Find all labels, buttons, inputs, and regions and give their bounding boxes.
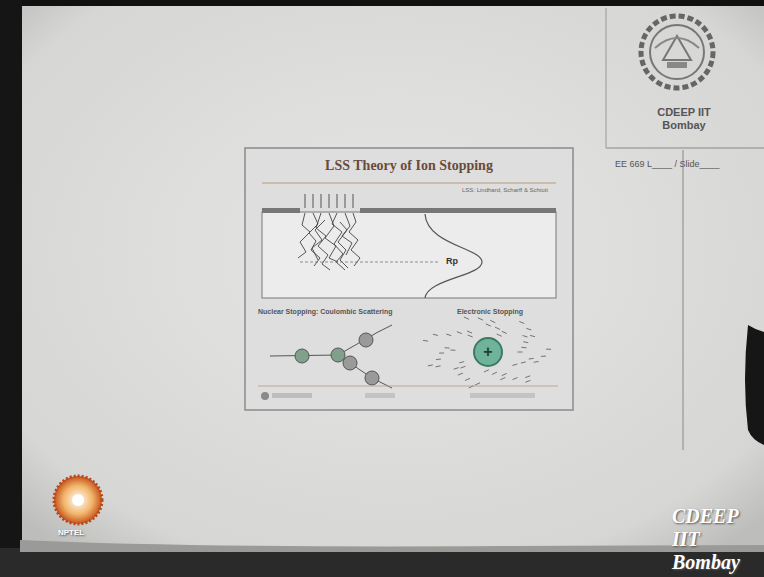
ion-trajectories [298,213,360,270]
footer-text-blur [272,393,312,398]
institute-logo [641,16,713,88]
electron-mark [436,366,441,367]
electron-mark [433,334,438,335]
electron-mark [439,353,444,354]
ion-nucleus [474,338,502,366]
watermark: CDEEP IIT Bombay [672,505,760,574]
electron-mark [465,378,470,380]
electron-mark [534,361,539,363]
form-line [606,148,764,149]
electron-mark [500,377,505,379]
electron-mark [497,334,502,336]
mask [360,208,556,213]
title-rule [262,183,556,184]
electron-mark [468,335,473,337]
electron-mark [478,318,483,320]
form-line [606,8,607,148]
electron-mark [492,372,497,374]
gaussian-profile [425,214,482,298]
charge-sign: + [483,343,492,361]
slide-title: LSS Theory of Ion Stopping [249,158,569,175]
electron-mark [495,327,500,329]
electron-mark [529,358,534,360]
electron-mark [541,356,546,357]
electron-mark [490,320,495,322]
nptel-logo [54,476,102,524]
footer-text-blur [365,393,395,398]
electron-cloud [423,317,551,388]
dark-border [0,548,764,577]
electron-mark [450,350,455,351]
mask [262,208,300,213]
ion-beam [305,194,353,208]
clip-object [745,325,764,445]
paper-sheet [20,6,764,552]
logo-panel: CDEEP IIT Bombay [612,10,756,144]
electron-mark [454,368,459,370]
section-heading: Nuclear Stopping: Coulombic Scattering [258,308,393,315]
range-label: Rp [446,256,458,266]
slide-subtitle: LSS: Lindhard, Scharff & Schiott [462,187,548,193]
electron-mark [459,362,464,363]
footer-rule [258,386,558,387]
electron-mark [523,336,528,337]
electron-mark [519,321,524,323]
electron-mark [521,362,526,363]
coulomb-scattering [270,325,392,388]
dark-border [0,0,764,6]
footer-text-blur [470,393,535,398]
electron-mark [423,340,428,342]
electron-mark [525,380,530,382]
watermark: NPTEL [58,528,84,537]
logo-caption: CDEEP IIT Bombay [642,106,726,132]
electron-mark [502,331,507,333]
electron-mark [445,347,450,348]
electron-mark [523,342,528,343]
section-heading: Electronic Stopping [457,308,523,315]
electron-mark [467,331,472,333]
form-field: EE 669 L____ / Slide____ [615,159,720,169]
slide-frame [245,148,573,410]
electron-mark [502,373,507,375]
electron-mark [525,376,530,378]
electron-mark [526,328,531,330]
electron-mark [521,347,526,349]
electron-mark [486,324,491,326]
electron-mark [457,332,462,334]
electron-mark [475,383,480,385]
electron-mark [546,349,551,350]
electron-mark [460,366,465,368]
electron-mark [518,352,523,353]
slide-box: LSS Theory of Ion Stopping [245,148,573,182]
range-line [300,262,440,263]
paper-shadow [20,540,764,552]
electron-mark [436,359,441,361]
electron-mark [530,335,535,336]
electron-mark [446,334,451,335]
electron-mark [458,373,463,375]
substrate [262,212,556,298]
electron-mark [513,378,518,380]
dark-border [0,0,22,577]
electron-mark [428,364,433,366]
electron-mark [512,364,517,366]
footer-logo [261,392,269,400]
form-line [683,150,684,450]
electron-mark [484,370,489,372]
electron-mark [464,317,469,319]
